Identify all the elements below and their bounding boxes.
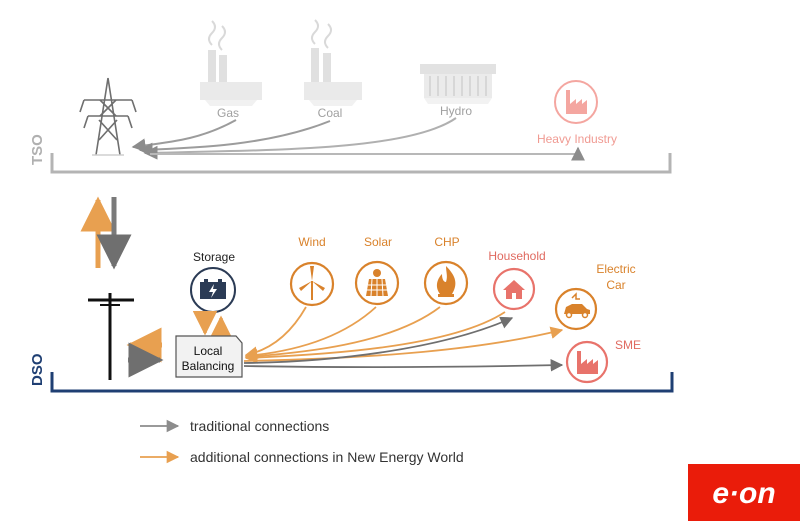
legend-traditional-text: traditional connections	[190, 418, 329, 434]
local-balancing-box: Local Balancing	[175, 335, 243, 378]
tso-dso-exchange-arrows	[80, 196, 132, 270]
eon-logo-text: e·on	[712, 477, 775, 510]
dso-bracket	[50, 372, 674, 393]
dso-label: DSO	[29, 353, 46, 386]
legend: traditional connections additional conne…	[140, 418, 464, 465]
solar-panel-icon	[354, 260, 400, 306]
wind-turbine-icon	[289, 261, 335, 307]
flame-icon	[423, 260, 469, 306]
battery-icon	[190, 267, 236, 313]
coal-plant-icon	[304, 19, 362, 106]
legend-additional-text: additional connections in New Energy Wor…	[190, 449, 464, 465]
sme-label: SME	[615, 338, 641, 352]
tso-bracket	[50, 153, 672, 174]
tso-section: TSO Gas Coal	[29, 19, 672, 174]
factory-icon	[565, 340, 609, 384]
dso-additional-connections	[243, 306, 564, 364]
hydro-label: Hydro	[440, 104, 472, 118]
hydro-dam-icon	[420, 64, 496, 104]
gas-plant-icon	[200, 20, 262, 106]
storage-label: Storage	[193, 250, 235, 264]
local-balancing-line2: Balancing	[182, 359, 235, 373]
coal-label: Coal	[318, 106, 343, 120]
heavy-industry-label: Heavy Industry	[537, 132, 617, 146]
wind-label: Wind	[298, 235, 325, 249]
chp-label: CHP	[434, 235, 459, 249]
household-label: Household	[488, 249, 545, 263]
dso-traditional-connections	[243, 316, 564, 372]
factory-icon	[554, 80, 598, 124]
electric-car-line1: Electric	[596, 262, 635, 276]
eon-logo: e·on	[688, 464, 800, 521]
electric-car-line2: Car	[606, 278, 625, 292]
pole-balancing-arrows	[126, 327, 164, 378]
transmission-tower-icon	[79, 77, 137, 156]
electric-car-icon	[554, 287, 598, 331]
tso-label: TSO	[29, 134, 46, 165]
local-balancing-line1: Local	[194, 344, 223, 358]
house-icon	[492, 267, 536, 311]
gas-label: Gas	[217, 106, 239, 120]
solar-label: Solar	[364, 235, 392, 249]
dso-section: DSO Storage Local B	[29, 235, 674, 393]
utility-pole-icon	[88, 293, 134, 380]
storage-balancing-arrows	[192, 310, 234, 341]
tso-connections	[131, 117, 585, 161]
